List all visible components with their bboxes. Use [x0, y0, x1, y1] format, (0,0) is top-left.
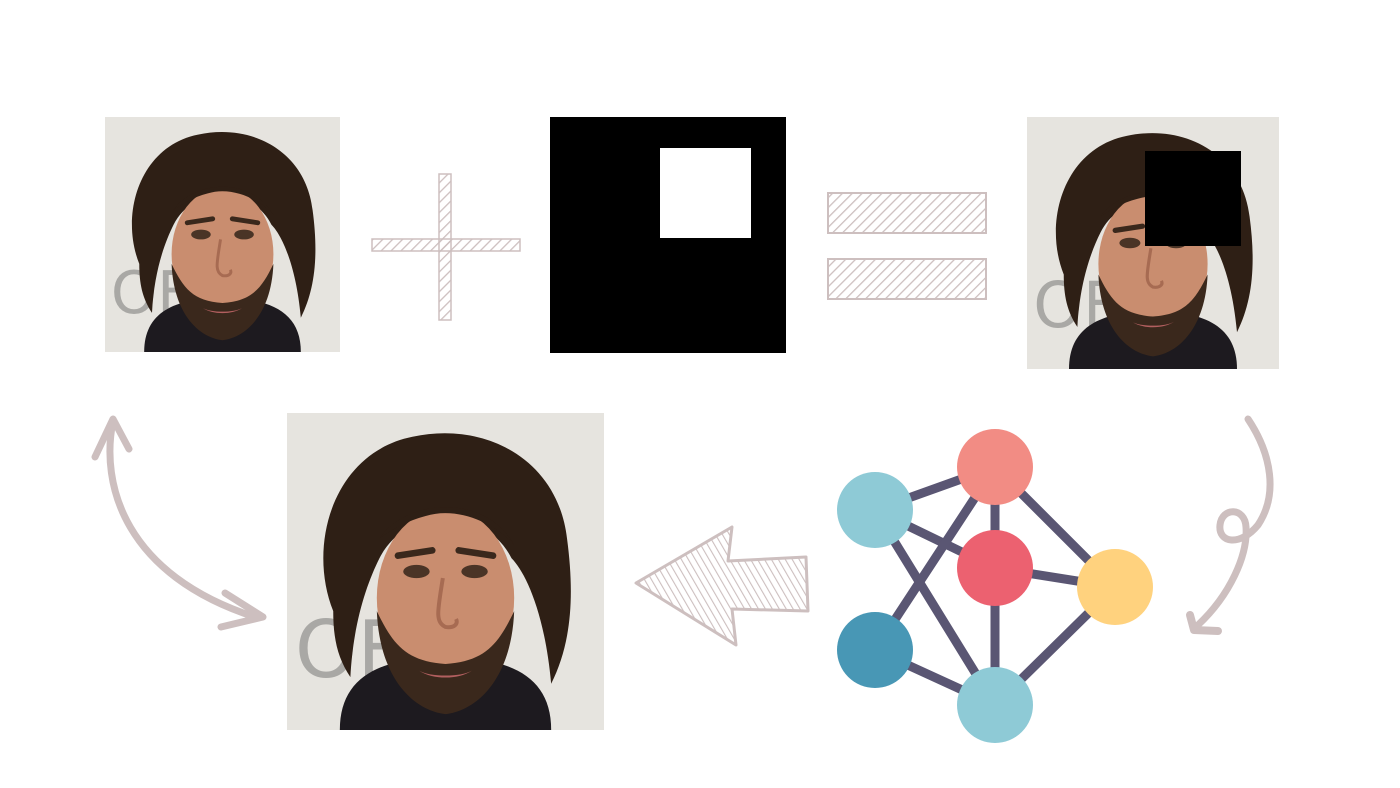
- reconstructed-photo: [287, 413, 604, 730]
- sketch-arrow-left-icon: [634, 525, 810, 647]
- network-node-n3: [957, 530, 1033, 606]
- reconstructed-face-photo-icon: [287, 413, 604, 730]
- network-node-n1: [837, 472, 913, 548]
- face-photo-icon: [105, 117, 340, 352]
- network-node-n6: [957, 667, 1033, 743]
- equals-icon: [827, 192, 987, 300]
- network-node-n2: [957, 429, 1033, 505]
- network-node-n5: [837, 612, 913, 688]
- neural-network-icon: [837, 429, 1153, 743]
- plus-icon: [371, 173, 521, 321]
- mask-square-icon: [550, 117, 786, 353]
- masked-photo: [1027, 117, 1279, 369]
- curly-arrow-down-icon: [1186, 415, 1274, 635]
- network-nodes: [837, 429, 1153, 743]
- mask-region: [1145, 151, 1241, 246]
- network-node-n4: [1077, 549, 1153, 625]
- network-edge-n1-n6: [870, 505, 1000, 710]
- original-photo: [105, 117, 340, 352]
- double-headed-arrow-icon: [91, 415, 267, 631]
